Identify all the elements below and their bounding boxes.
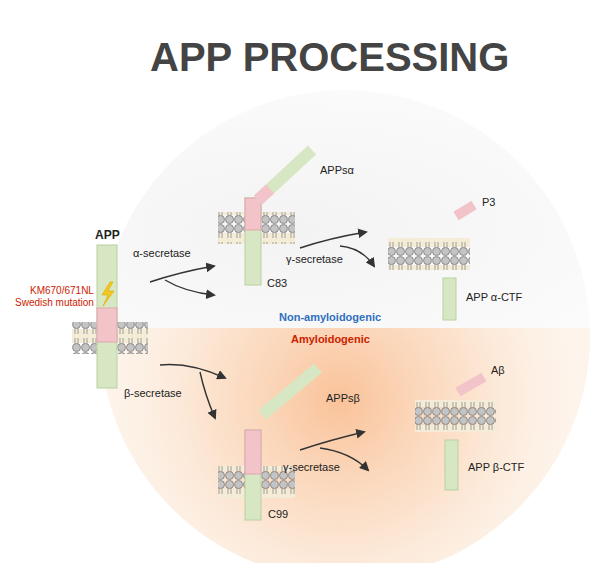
- fragment-label: APP α-CTF: [466, 291, 522, 304]
- pathway-label: Non-amyloidogenic: [279, 311, 381, 324]
- fragment-label: C83: [267, 277, 287, 290]
- mutation-label: KM670/671NL: [30, 284, 94, 297]
- protein-label: APP: [95, 229, 120, 242]
- fragment-label: C99: [268, 508, 288, 521]
- fragment-label: Aβ: [491, 364, 505, 377]
- fragment-label: P3: [482, 196, 495, 209]
- enzyme-label: γ-secretase: [283, 461, 340, 474]
- enzyme-label: α-secretase: [133, 247, 191, 260]
- enzyme-label: γ-secretase: [286, 253, 343, 266]
- pathway-label: Amyloidogenic: [291, 333, 370, 346]
- fragment-label: APP β-CTF: [468, 461, 524, 474]
- enzyme-label: β-secretase: [124, 387, 182, 400]
- fragment-label: APPsα: [320, 164, 354, 177]
- fragment-label: APPsβ: [326, 392, 360, 405]
- title: APP PROCESSING: [150, 34, 509, 80]
- mutation-label: Swedish mutation: [15, 296, 94, 309]
